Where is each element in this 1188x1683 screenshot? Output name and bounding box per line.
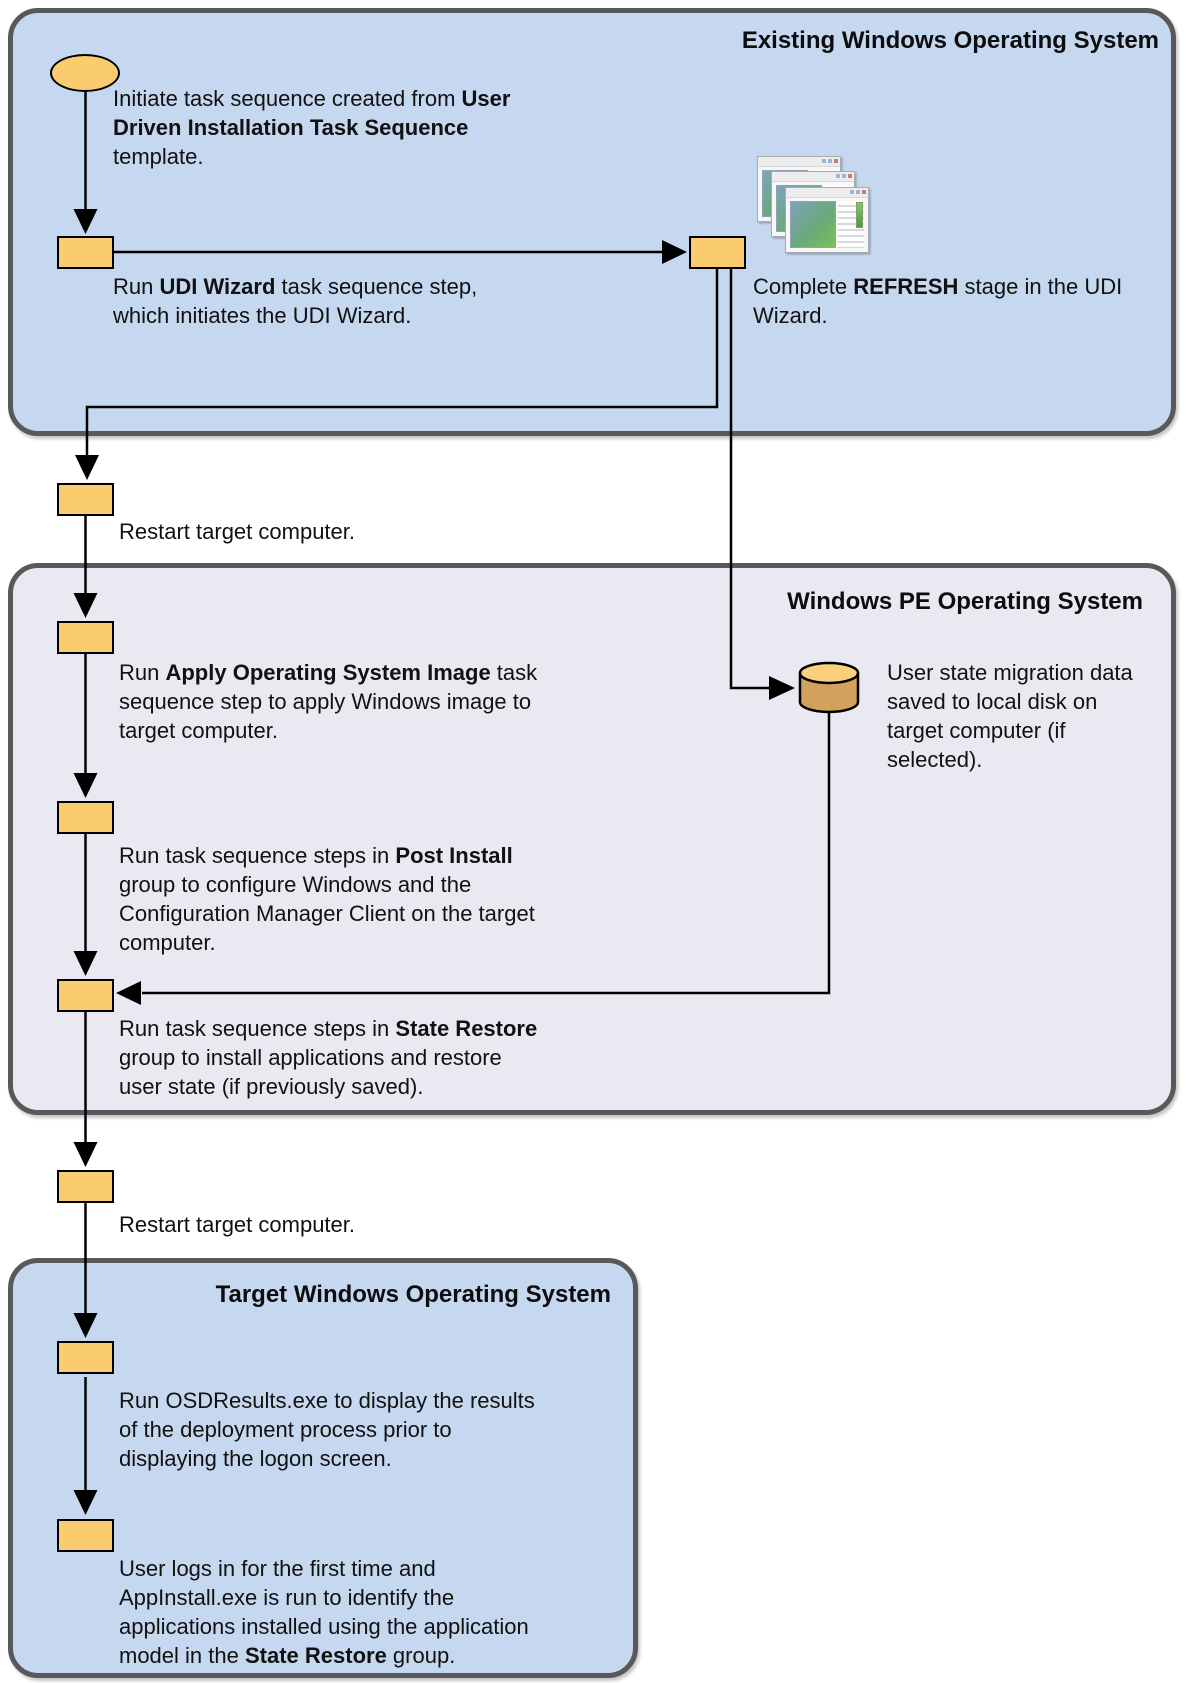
connector-osdresults-to-appinstall — [73, 1377, 98, 1515]
connector-restart1-to-apply — [73, 516, 98, 618]
connector-start-to-run-udi — [73, 92, 98, 234]
note-restart-2: Restart target computer. — [119, 1212, 355, 1237]
connector-staterestore-to-restart2 — [73, 1012, 98, 1167]
note-osd-results: Run OSDResults.exe to display the result… — [119, 1388, 535, 1471]
connector-apply-to-postinstall — [73, 654, 98, 798]
section-existing-os: Existing Windows Operating System — [8, 8, 1176, 436]
start-terminator-ellipse — [50, 54, 120, 92]
section-target-os: Target Windows Operating System — [8, 1258, 638, 1678]
step-restart-1 — [57, 483, 114, 516]
note-state-restore: Run task sequence steps in State Restore… — [119, 1016, 538, 1099]
connector-run-udi-to-refresh — [113, 240, 687, 264]
connector-refresh-to-restart1 — [75, 269, 719, 480]
cascading-windows-icon — [757, 156, 877, 256]
connector-restart2-to-osdresults — [73, 1203, 98, 1338]
section-target-os-title: Target Windows Operating System — [215, 1281, 611, 1308]
window-front — [785, 187, 869, 253]
connector-refresh-to-disk — [729, 269, 795, 700]
step-app-install — [57, 1519, 114, 1552]
connector-postinstall-to-staterestore — [73, 834, 98, 976]
step-apply-os-image — [57, 621, 114, 654]
note-restart-1: Restart target computer. — [119, 519, 355, 544]
step-run-udi-wizard — [57, 236, 114, 269]
step-osd-results — [57, 1341, 114, 1374]
step-post-install — [57, 801, 114, 834]
step-complete-refresh — [689, 236, 746, 269]
disk-cylinder-icon — [797, 661, 861, 715]
section-windows-pe: Windows PE Operating System — [8, 563, 1176, 1115]
section-windows-pe-title: Windows PE Operating System — [787, 588, 1143, 615]
note-initiate-task-sequence: Initiate task sequence created from User… — [113, 86, 511, 169]
note-run-udi-wizard: Run UDI Wizard task sequence step,which … — [113, 274, 478, 328]
section-existing-os-title: Existing Windows Operating System — [741, 27, 1159, 54]
step-restart-2 — [57, 1170, 114, 1203]
connector-disk-to-staterestore — [116, 712, 831, 1005]
step-state-restore — [57, 979, 114, 1012]
